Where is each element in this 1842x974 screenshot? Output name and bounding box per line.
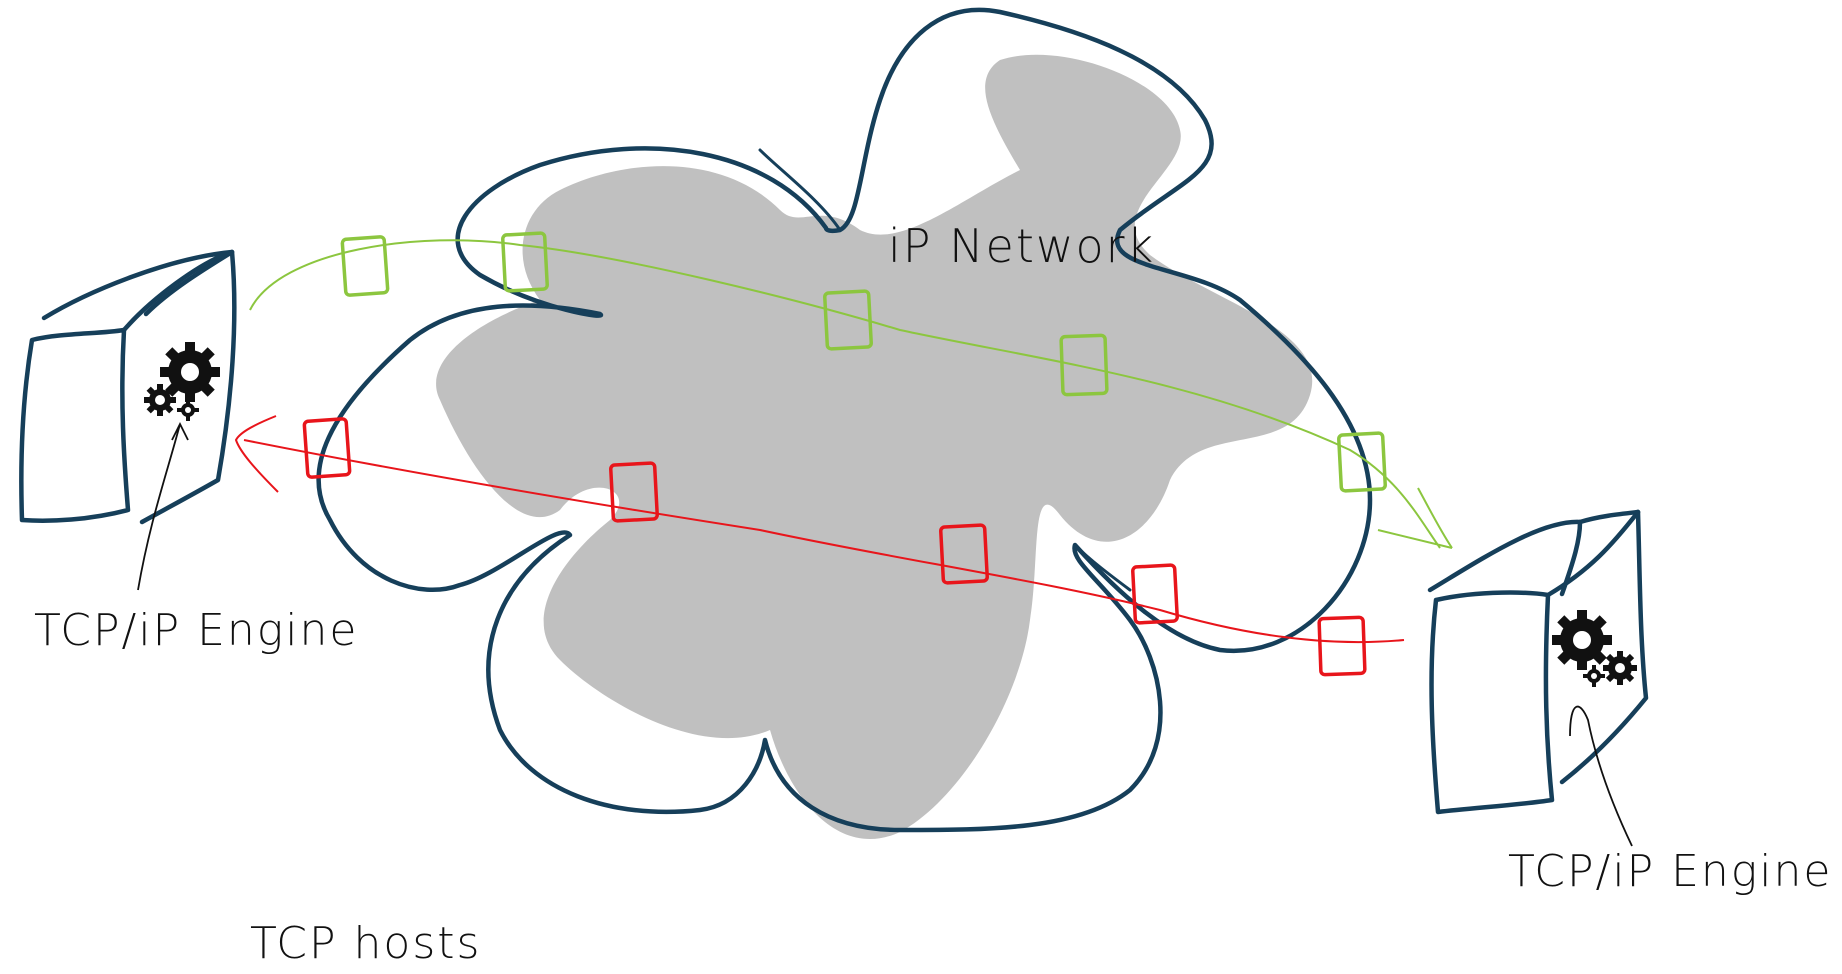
gear-icon (1603, 651, 1637, 685)
cloud-crease-top (758, 148, 842, 232)
network-label: iP Network (888, 219, 1155, 273)
return-packet (1317, 615, 1367, 677)
cloud-crease-right (1073, 543, 1132, 592)
return-packet (302, 417, 352, 479)
left-host-label: TCP/iP Engine (34, 605, 358, 656)
gear-icon (144, 384, 176, 416)
left-pointer-line (137, 421, 189, 591)
cloud-shading (436, 54, 1313, 840)
cloud-outline (316, 7, 1373, 833)
left-host (19, 249, 237, 591)
return-flow-line (243, 439, 1405, 644)
return-packet (609, 461, 659, 523)
server-icon (19, 249, 237, 525)
forward-flow (249, 231, 1453, 549)
forward-flow-line (249, 239, 1453, 549)
return-packet (939, 523, 989, 585)
return-packet (1131, 563, 1179, 625)
forward-arrow-head (1417, 487, 1453, 549)
right-host (1427, 509, 1649, 847)
return-flow (234, 415, 1405, 677)
diagram-caption: TCP hosts (250, 918, 481, 969)
forward-packet (1059, 333, 1109, 397)
forward-packet (823, 289, 873, 351)
server-icon (1427, 509, 1649, 815)
ip-network-cloud (316, 7, 1373, 840)
gear-icon (1552, 610, 1612, 670)
right-pointer-line (1569, 705, 1633, 847)
forward-packet (1337, 431, 1387, 493)
gear-icon (1583, 665, 1605, 687)
forward-packet (501, 231, 549, 293)
return-arrow-head (234, 415, 279, 493)
gear-icon (177, 399, 199, 421)
forward-packet (340, 235, 390, 297)
right-host-label: TCP/iP Engine (1508, 846, 1832, 897)
